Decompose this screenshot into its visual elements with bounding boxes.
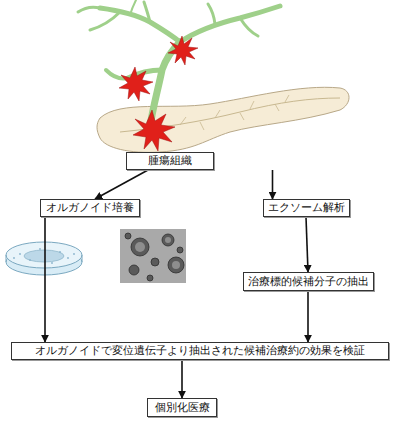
process-box: オルガノイドで変位遺伝子より抽出された候補治療約の効果を検証 (11, 342, 389, 360)
process-box: エクソーム解析 (263, 199, 350, 217)
box-label: オルガノイド培養 (46, 201, 134, 214)
bile-duct (78, 0, 280, 128)
process-box: 個別化医療 (147, 398, 217, 417)
box-label: オルガノイドで変位遺伝子より抽出された候補治療約の効果を検証 (35, 344, 365, 357)
process-box: オルガノイド培養 (40, 199, 140, 217)
arrow-connector (95, 170, 148, 199)
tumor-marks (119, 36, 198, 151)
box-label: 腫瘍組織 (148, 154, 192, 167)
arrow-connector (307, 291, 309, 342)
process-box: 治療標的候補分子の抽出 (243, 272, 374, 291)
arrow-connector (272, 170, 274, 199)
arrow-connector (306, 217, 308, 272)
arrow-connector (44, 217, 46, 342)
box-label: 個別化医療 (155, 401, 210, 414)
arrow-connector (181, 360, 183, 398)
duct-branches (180, 95, 289, 130)
organoid-photo (120, 229, 186, 283)
box-label: エクソーム解析 (268, 201, 345, 214)
box-label: 治療標的候補分子の抽出 (248, 275, 369, 288)
pancreas (97, 87, 349, 152)
process-box: 腫瘍組織 (126, 152, 214, 170)
petri-dish (6, 242, 82, 275)
